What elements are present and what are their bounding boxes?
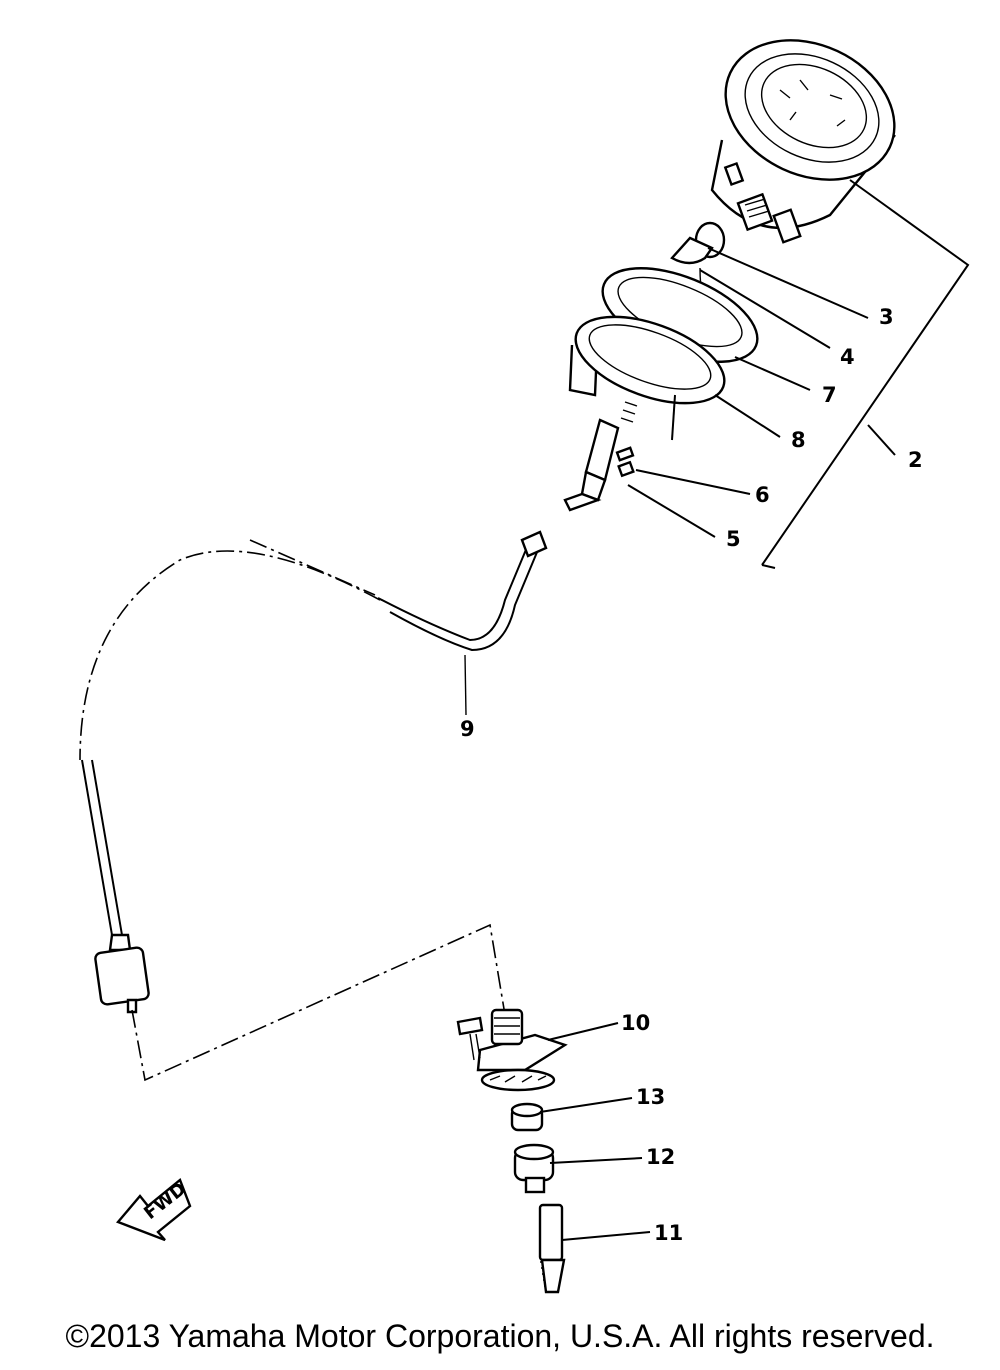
callout-9: 9 xyxy=(460,717,475,741)
group-bracket-2 xyxy=(761,179,970,569)
callout-11: 11 xyxy=(654,1221,683,1245)
callout-7: 7 xyxy=(822,383,837,407)
meter-bracket xyxy=(568,315,726,441)
leader-lines-top xyxy=(627,247,869,538)
copyright-notice: ©2013 Yamaha Motor Corporation, U.S.A. A… xyxy=(65,1318,935,1354)
drive-shaft xyxy=(538,1203,566,1294)
nut-washer xyxy=(615,446,635,478)
gear-housing xyxy=(456,1008,568,1072)
callout-5: 5 xyxy=(726,527,741,551)
callout-6: 6 xyxy=(755,483,770,507)
callout-8: 8 xyxy=(791,428,806,452)
cable-connector-top xyxy=(563,401,638,512)
drive-gear xyxy=(513,1143,555,1194)
leader-lines-bottom xyxy=(539,1022,651,1241)
meter-housing xyxy=(710,39,896,244)
callout-12: 12 xyxy=(646,1145,675,1169)
callout-4: 4 xyxy=(840,345,855,369)
callout-2: 2 xyxy=(908,448,923,472)
fwd-arrow: FWD xyxy=(115,1178,192,1242)
cable-route xyxy=(131,923,506,1082)
callout-10: 10 xyxy=(621,1011,650,1035)
callout-13: 13 xyxy=(636,1085,665,1109)
bushing xyxy=(510,1102,544,1132)
oil-seal-washers xyxy=(480,1068,556,1092)
meter-cable xyxy=(79,530,548,1014)
callout-3: 3 xyxy=(879,305,894,329)
